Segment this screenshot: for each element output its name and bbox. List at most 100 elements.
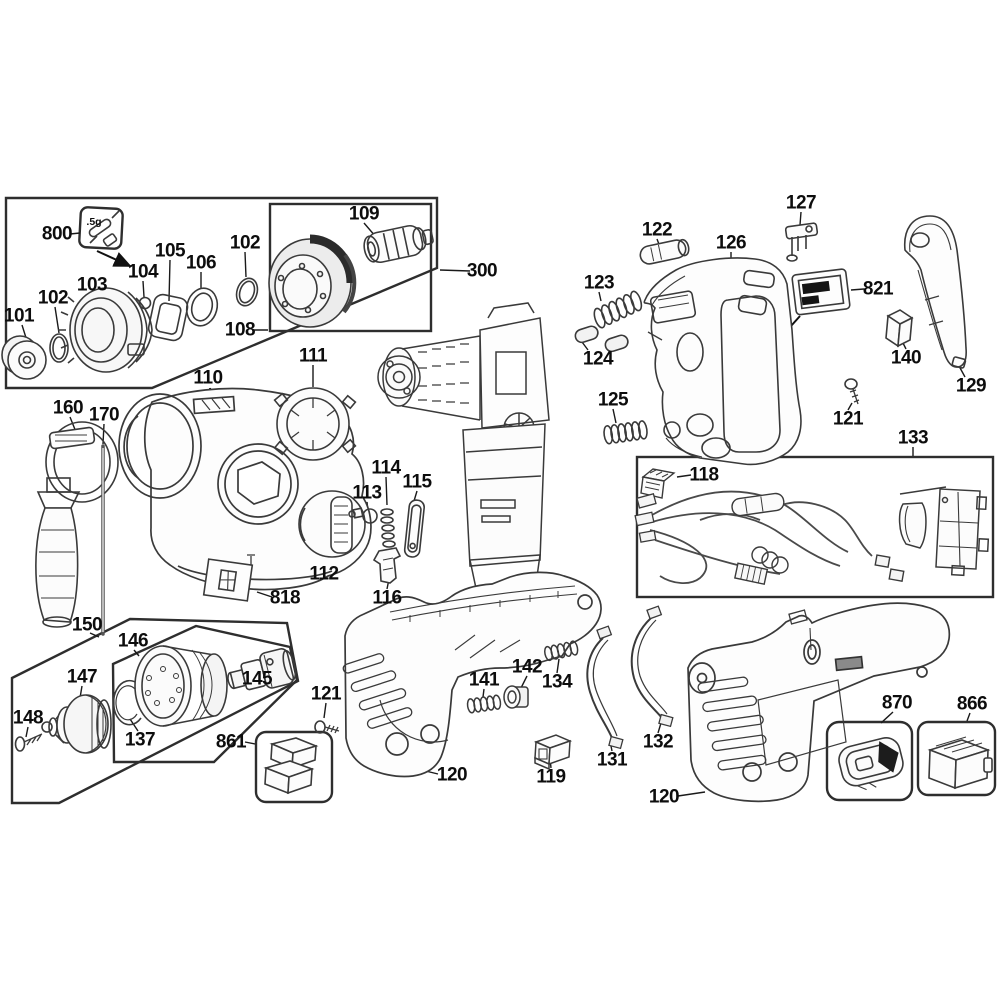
part-140-drawing: [885, 309, 914, 348]
grease-amount-label: .5g: [86, 215, 102, 228]
part-111-drawing: [273, 387, 357, 461]
part-126-drawing: [643, 257, 802, 466]
part-label-101: 101: [3, 305, 35, 327]
part-label-121b: 121: [310, 683, 342, 705]
part-label-147: 147: [66, 666, 98, 688]
part-818-drawing: [202, 558, 254, 602]
box-866: [916, 720, 997, 797]
part-label-131: 131: [596, 749, 628, 771]
part-label-116: 116: [372, 587, 402, 609]
capacitor-drawing: [731, 492, 785, 517]
part-label-104: 104: [127, 261, 159, 283]
part-label-148: 148: [12, 707, 44, 729]
part-102b-drawing: [235, 277, 259, 307]
part-102a-drawing: [49, 333, 69, 363]
part-label-145: 145: [241, 668, 273, 690]
part-label-112: 112: [309, 563, 339, 585]
part-label-102a: 102: [37, 287, 69, 309]
accessory-boxes-contents: [838, 736, 993, 791]
part-119-drawing: [533, 734, 573, 771]
coil-drawing: [751, 546, 789, 574]
part-label-121a: 121: [832, 408, 864, 430]
part-122-drawing: [639, 238, 690, 265]
part-label-160: 160: [52, 397, 84, 419]
part-146-sleeve-drawing: [134, 645, 228, 727]
part-label-137: 137: [124, 729, 156, 751]
part-label-150: 150: [71, 614, 103, 636]
part-label-134: 134: [541, 671, 573, 693]
part-137-drawing: [112, 679, 142, 726]
box-grease: [78, 206, 124, 250]
box-133-wiring: [635, 455, 995, 599]
part-label-870: 870: [881, 692, 913, 714]
chuck-150-group: [14, 645, 340, 795]
part-123-drawing: [593, 290, 643, 329]
part-label-142: 142: [511, 656, 543, 678]
part-124-drawing: [574, 325, 629, 353]
part-116-drawing: [372, 547, 402, 584]
part-label-106: 106: [185, 252, 217, 274]
chuck-group-parts: [1, 210, 434, 380]
part-label-119: 119: [536, 766, 566, 788]
part-label-818: 818: [269, 587, 301, 609]
grease-tube-drawing: [88, 210, 120, 247]
part-label-821: 821: [862, 278, 894, 300]
part-label-866: 866: [956, 693, 988, 715]
part-115-drawing: [403, 499, 425, 558]
part-101-drawing: [1, 335, 47, 380]
part-129-drawing: [903, 215, 967, 369]
part-label-103: 103: [76, 274, 108, 296]
box-870: [825, 720, 914, 802]
part-108-drawing: [268, 234, 357, 328]
wires-131-132: [586, 605, 674, 750]
part-118-drawing: [640, 468, 676, 499]
part-109-drawing: [363, 224, 434, 264]
part-label-126: 126: [715, 232, 747, 254]
part-label-300: 300: [466, 260, 498, 282]
part-label-108: 108: [224, 319, 256, 341]
part-label-146: 146: [117, 630, 149, 652]
motor-assembly-drawing: [377, 302, 550, 599]
selector-parts: [298, 490, 425, 584]
part-148-drawing: [14, 733, 43, 752]
part-145-drawing: [227, 647, 297, 691]
part-label-115: 115: [402, 471, 432, 493]
box-146: [111, 624, 299, 764]
part-label-120b: 120: [648, 786, 680, 808]
part-160-drawing: [35, 421, 119, 628]
part-label-111: 111: [298, 345, 328, 367]
part-label-132: 132: [642, 731, 674, 753]
part-label-114: 114: [371, 457, 401, 479]
part-label-113: 113: [352, 482, 382, 504]
part-112-drawing: [298, 490, 366, 558]
part-label-800: 800: [41, 223, 73, 245]
part-label-170: 170: [88, 404, 120, 426]
part-label-105: 105: [154, 240, 186, 262]
part-103-drawing: [58, 287, 153, 373]
part-105-drawing: [147, 293, 189, 342]
part-label-127: 127: [785, 192, 817, 214]
part-label-118: 118: [689, 464, 719, 486]
part-125-drawing: [603, 420, 648, 445]
part-870-drawing: [838, 737, 904, 791]
small-bottom-parts: [466, 640, 579, 771]
part-104-drawing: [138, 296, 152, 310]
part-label-122: 122: [641, 219, 673, 241]
box-300: [268, 202, 433, 333]
part-label-125: 125: [597, 389, 629, 411]
part-127-drawing: [784, 222, 819, 262]
part-label-861: 861: [215, 731, 247, 753]
part-label-124: 124: [582, 348, 614, 370]
rear-housing-group: [574, 215, 967, 466]
part-120b-drawing: [687, 602, 951, 803]
part-147-drawing: [41, 694, 112, 754]
part-866-drawing: [927, 736, 993, 790]
wiring-box-contents: [634, 468, 990, 586]
part-106-drawing: [185, 287, 219, 327]
switch-drawing: [898, 486, 990, 577]
part-label-123: 123: [583, 272, 615, 294]
grease-arrow: [96, 250, 132, 267]
part-label-110: 110: [193, 367, 223, 389]
